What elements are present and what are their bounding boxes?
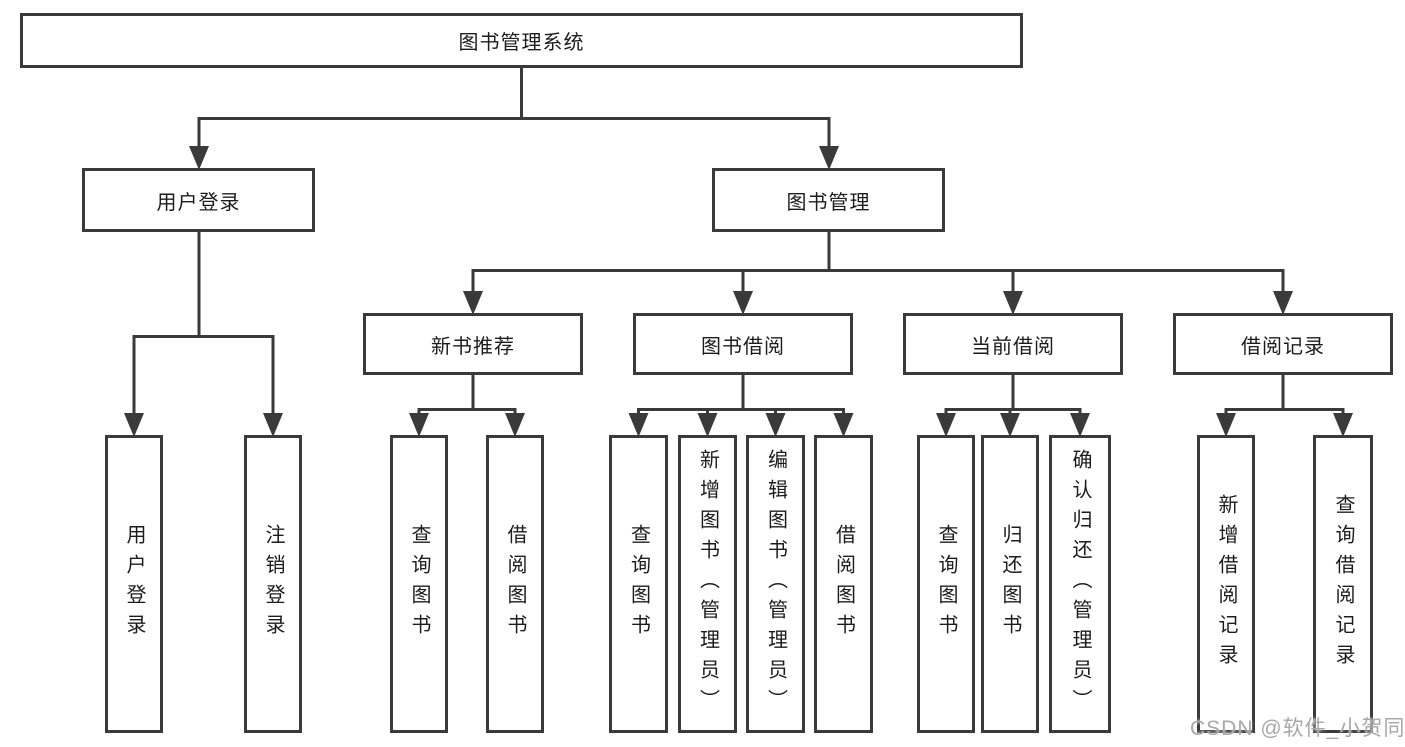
node-label: 查询图书 xyxy=(935,524,957,644)
node-leaf-user-login: 用户登录 xyxy=(105,435,163,733)
node-label: 编辑图书（管理员） xyxy=(764,449,787,719)
node-leaf-query-borrow-record: 查询借阅记录 xyxy=(1313,435,1373,733)
node-label: 用户登录 xyxy=(156,191,241,214)
node-label: 图书管理 xyxy=(786,191,871,214)
node-label: 图书管理系统 xyxy=(458,32,585,54)
node-label: 确认归还（管理员） xyxy=(1069,449,1091,719)
node-leaf-query-books: 查询图书 xyxy=(917,435,975,733)
node-leaf-add-borrow-record: 新增借阅记录 xyxy=(1197,435,1255,733)
node-leaf-edit-books-admin: 编辑图书（管理员） xyxy=(746,435,805,733)
node-label: 图书借阅 xyxy=(701,335,785,358)
node-label: 查询借阅记录 xyxy=(1332,494,1354,674)
node-label: 注销登录 xyxy=(262,524,284,644)
node-label: 新增图书（管理员） xyxy=(696,449,719,719)
node-label: 借阅图书 xyxy=(832,524,855,644)
node-new-book-recommendation: 新书推荐 xyxy=(363,313,583,375)
node-label: 借阅记录 xyxy=(1241,335,1325,358)
node-leaf-add-books-admin: 新增图书（管理员） xyxy=(678,435,737,733)
node-leaf-confirm-return-admin: 确认归还（管理员） xyxy=(1049,435,1111,733)
node-book-borrowing: 图书借阅 xyxy=(633,313,853,375)
node-leaf-query-books: 查询图书 xyxy=(609,435,668,733)
node-leaf-return-books: 归还图书 xyxy=(981,435,1039,733)
node-leaf-query-books: 查询图书 xyxy=(390,435,448,733)
node-label: 新书推荐 xyxy=(431,335,515,358)
node-label: 查询图书 xyxy=(627,524,650,644)
watermark-text: CSDN @软件_小贺同学 xyxy=(1190,717,1405,740)
node-library-management-system: 图书管理系统 xyxy=(20,13,1023,68)
node-user-login: 用户登录 xyxy=(82,168,315,232)
node-leaf-borrow-books: 借阅图书 xyxy=(486,435,544,733)
node-label: 新增借阅记录 xyxy=(1215,494,1237,674)
node-label: 归还图书 xyxy=(999,524,1021,644)
node-current-borrowing: 当前借阅 xyxy=(903,313,1123,375)
node-label: 用户登录 xyxy=(123,524,145,644)
node-borrowing-records: 借阅记录 xyxy=(1173,313,1393,375)
node-leaf-borrow-books: 借阅图书 xyxy=(814,435,873,733)
node-label: 当前借阅 xyxy=(971,335,1055,358)
node-label: 借阅图书 xyxy=(504,524,526,644)
node-label: 查询图书 xyxy=(408,524,430,644)
node-book-management: 图书管理 xyxy=(712,168,945,232)
node-leaf-logout: 注销登录 xyxy=(244,435,302,733)
